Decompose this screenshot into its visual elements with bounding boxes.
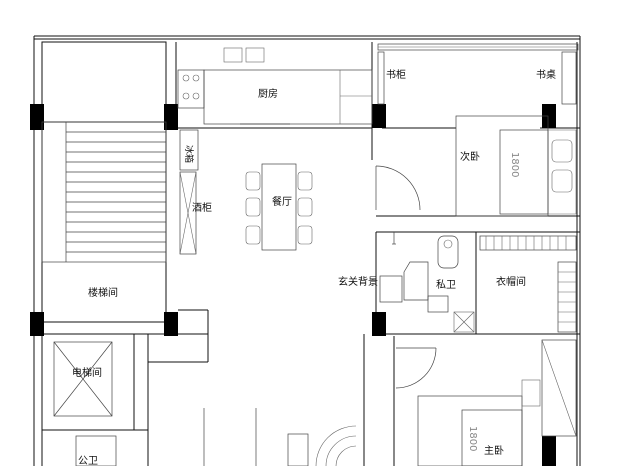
bed-dimension-master: 1800 — [467, 426, 478, 451]
private-bath-fixtures — [379, 232, 475, 333]
room-labels: 厨房 书柜 书桌 冰箱 酒柜 餐厅 次卧 楼梯间 玄关背景 私卫 衣帽间 电梯间… — [72, 68, 556, 466]
dining-set — [245, 163, 313, 251]
label-elevator: 电梯间 — [72, 366, 102, 379]
kitchen-fixtures — [177, 47, 373, 125]
stair-treads — [41, 121, 167, 263]
elevator-shaft — [53, 341, 113, 417]
bed-dimensions: 1800 1800 — [467, 152, 520, 451]
label-stairwell: 楼梯间 — [88, 286, 118, 299]
cloakroom-racks — [479, 235, 577, 333]
label-second-bedroom: 次卧 — [460, 150, 480, 163]
master-bedroom-furniture — [75, 339, 577, 466]
label-kitchen: 厨房 — [258, 87, 278, 100]
second-bedroom-furniture — [375, 43, 579, 217]
label-fridge: 冰箱 — [183, 145, 195, 163]
bed-dimension-second: 1800 — [509, 152, 520, 177]
label-wine-cabinet: 酒柜 — [192, 201, 212, 214]
label-desk: 书桌 — [536, 68, 556, 81]
fridge-and-wine-cabinet — [179, 129, 199, 255]
label-bookshelf: 书柜 — [386, 68, 406, 81]
label-master-bedroom: 主卧 — [484, 444, 504, 457]
label-public-bath: 公卫 — [78, 456, 98, 466]
structural-columns — [30, 104, 556, 466]
label-cloakroom: 衣帽间 — [496, 275, 526, 288]
label-dining: 餐厅 — [272, 195, 292, 208]
label-private-bath: 私卫 — [436, 279, 456, 291]
walls — [33, 35, 581, 466]
label-foyer-wall: 玄关背景 — [338, 275, 378, 288]
